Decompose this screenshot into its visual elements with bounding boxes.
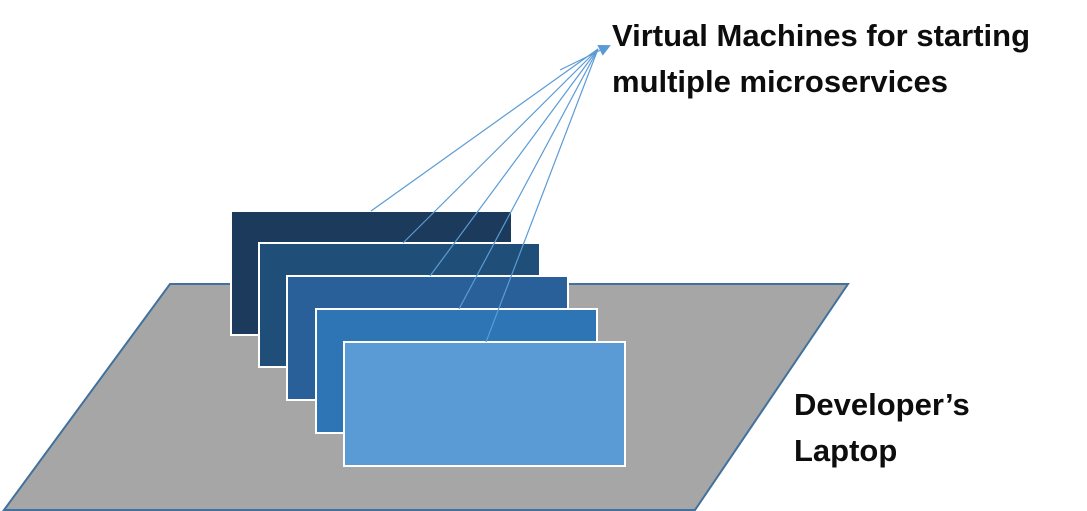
connector-line-5 xyxy=(485,48,599,343)
vm-stack xyxy=(230,210,626,467)
virtual-machines-label-line1: Virtual Machines for starting xyxy=(612,18,1031,53)
connector-line-3 xyxy=(429,48,599,277)
connector-line-4 xyxy=(458,48,599,310)
connector-line-1 xyxy=(370,48,599,212)
developer-laptop-label: Developer’s Laptop xyxy=(794,382,970,474)
connector-arrow xyxy=(559,45,611,71)
virtual-machines-label-line2: multiple microservices xyxy=(612,64,948,99)
virtual-machines-label: Virtual Machines for starting multiple m… xyxy=(612,13,1030,105)
virtual-machine-5 xyxy=(343,341,626,467)
connector-lines xyxy=(370,45,611,343)
connector-line-2 xyxy=(402,48,599,244)
developer-laptop-label-line1: Developer’s xyxy=(794,387,970,422)
developer-laptop-label-line2: Laptop xyxy=(794,433,898,468)
